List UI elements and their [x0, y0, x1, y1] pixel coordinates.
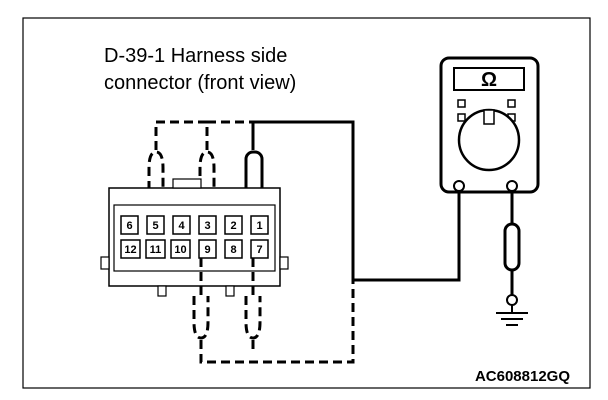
dashed-wire-lower — [199, 262, 355, 364]
ohmmeter-icon: Ω — [439, 56, 540, 194]
connector-housing — [108, 187, 281, 287]
pin-label: 1 — [256, 220, 262, 232]
pin-label: 2 — [230, 220, 236, 232]
ground-probe-clip — [506, 294, 518, 306]
meter-display — [453, 67, 525, 91]
pin-box — [145, 239, 166, 259]
connector-inner-frame — [113, 204, 276, 272]
pin-label: 6 — [126, 220, 132, 232]
meter-button-right — [507, 99, 516, 108]
diagram-frame — [22, 17, 591, 389]
pin-box — [198, 239, 217, 259]
pin-label: 8 — [230, 244, 236, 256]
meter-jack-com — [453, 180, 465, 192]
terminal-7-probe — [244, 296, 262, 340]
connector-latch — [172, 178, 202, 189]
ground-icon — [496, 312, 528, 326]
connector-side-tab-left — [100, 256, 110, 270]
dashed-wire-upper-left — [154, 120, 207, 150]
connector-d-39-1: 6 5 4 3 2 1 12 11 10 9 8 7 — [100, 178, 289, 297]
terminal-9-probe — [192, 296, 210, 340]
pin-label: 12 — [124, 244, 136, 256]
terminal-5-probe — [147, 150, 165, 190]
pin-box — [120, 215, 139, 235]
pin-box — [224, 239, 243, 259]
pin-label: 10 — [174, 244, 186, 256]
connector-foot-left — [157, 285, 167, 297]
title-line-2: connector (front view) — [104, 72, 296, 94]
pin-label: 11 — [150, 244, 162, 256]
pin-label: 4 — [178, 220, 185, 232]
title-line-1: D-39-1 Harness side — [104, 45, 287, 67]
pin-box — [120, 239, 141, 259]
meter-button-left-2 — [457, 113, 466, 122]
meter-button-left — [457, 99, 466, 108]
pin-box — [198, 215, 217, 235]
lower-terminals — [192, 258, 262, 340]
terminal-3-probe — [198, 150, 216, 190]
pin-box — [250, 239, 269, 259]
ground-probe-body — [503, 222, 521, 272]
pin-box — [146, 215, 165, 235]
pin-label: 3 — [204, 220, 210, 232]
dashed-harness-wires — [154, 120, 355, 364]
pin-label: 9 — [204, 244, 210, 256]
ground-lead — [503, 191, 521, 312]
dashed-wire-upper-right — [205, 120, 253, 150]
connector-side-tab-right — [279, 256, 289, 270]
pin-box — [224, 215, 243, 235]
upper-terminals — [147, 150, 216, 190]
connector-foot-right — [225, 285, 235, 297]
pin-box — [250, 215, 269, 235]
ohm-symbol: Ω — [481, 69, 497, 91]
pin-label: 5 — [152, 220, 158, 232]
pin-box — [172, 215, 191, 235]
lead-to-pin-1 — [251, 120, 461, 282]
meter-dial-pointer — [483, 109, 495, 125]
solid-test-lead — [251, 120, 461, 282]
meter-jack-v — [506, 180, 518, 192]
figure-code: AC608812GQ — [475, 368, 570, 385]
pin-label: 7 — [256, 244, 262, 256]
pin-box — [170, 239, 191, 259]
